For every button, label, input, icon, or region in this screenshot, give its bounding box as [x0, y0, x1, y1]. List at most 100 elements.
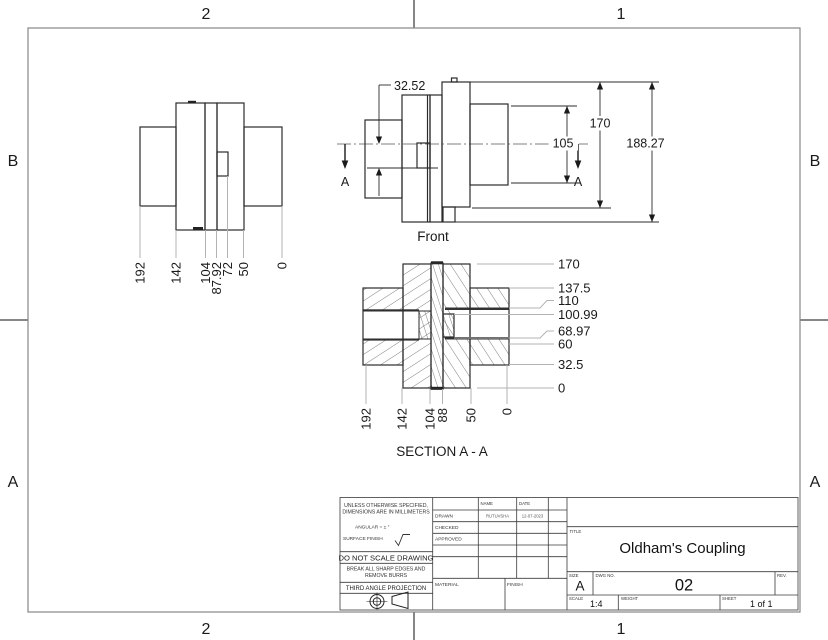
section-cut-markers: A A — [341, 144, 583, 189]
weight-label: WEIGHT — [621, 596, 639, 601]
row-approved-label: APPROVED — [435, 537, 462, 543]
disc-cap-bottom — [431, 386, 443, 390]
dwg-no-label: DWG NO. — [596, 573, 615, 578]
ordinate-label: 137.5 — [558, 281, 591, 296]
notes-line2: DIMENSIONS ARE IN MILLIMETERS — [342, 510, 430, 516]
keyway-mark-top — [188, 100, 196, 104]
break-edges-line1: BREAK ALL SHARP EDGES AND — [347, 567, 426, 573]
zone-label-left-a: A — [8, 474, 19, 491]
angular-note: ANGULAR = ± ° — [355, 525, 390, 531]
front-view-geometry — [364, 77, 509, 223]
bore-edge — [445, 307, 509, 310]
left-view-geometry — [139, 102, 283, 231]
ordinate-label: 72 — [220, 262, 235, 276]
section-right-leaders — [454, 263, 554, 389]
ordinate-label: 170 — [558, 257, 580, 272]
section-arrow-right — [574, 160, 582, 169]
front-view: A A 32.52 105 — [337, 77, 669, 244]
zone-label-top-1: 1 — [617, 6, 626, 23]
dim-keyway: 32.52 — [367, 79, 438, 196]
ordinate-label: 0 — [275, 262, 290, 269]
section-geometry — [362, 262, 510, 390]
surface-finish-icon — [394, 534, 410, 547]
ordinate-label: 0 — [558, 381, 565, 396]
ordinate-label: 87.92 — [209, 262, 224, 295]
scale-label: SCALE — [569, 596, 583, 601]
keyway — [216, 151, 229, 177]
title-block: UNLESS OTHERWISE SPECIFIED, DIMENSIONS A… — [339, 497, 799, 611]
zone-label-left-b: B — [8, 153, 19, 170]
row-drawn-label: DRAWN — [435, 514, 453, 520]
surface-finish-note: SURFACE FINISH — [343, 536, 383, 542]
dim-flange-label: 170 — [590, 117, 611, 131]
left-view-ordinate-labels: 192 142 104 87.92 72 50 0 — [133, 262, 290, 295]
ordinate-label: 192 — [133, 262, 148, 284]
ordinate-label: 88 — [435, 408, 450, 422]
left-view: 192 142 104 87.92 72 50 0 — [133, 100, 290, 295]
projection-note: THIRD ANGLE PROJECTION — [346, 586, 426, 592]
ordinate-label: 104 — [423, 408, 438, 430]
title-block-grid — [339, 497, 799, 611]
sheet-label: SHEET — [722, 596, 737, 601]
break-edges-line2: REMOVE BURRS — [365, 573, 408, 579]
bore-edge — [363, 309, 419, 312]
drawing-title: Oldham's Coupling — [619, 540, 745, 557]
size-label: SIZE — [569, 573, 579, 578]
section-bottom-leaders — [365, 365, 508, 404]
left-view-leaders — [139, 176, 283, 258]
notes-line1: UNLESS OTHERWISE SPECIFIED, — [344, 503, 428, 509]
zone-label-right-b: B — [810, 153, 821, 170]
section-bottom-labels: 192 142 104 88 50 0 — [359, 408, 515, 430]
zone-label-bottom-1: 1 — [617, 621, 626, 638]
ordinate-label: 50 — [236, 262, 251, 276]
finish-label: FINISH — [507, 582, 523, 588]
ordinate-label: 68.97 — [558, 324, 591, 339]
tongue-right — [443, 314, 454, 337]
section-right-labels: 170 137.5 110 100.99 68.97 60 32.5 0 — [558, 257, 598, 396]
ordinate-label: 192 — [359, 408, 374, 430]
ordinate-label: 0 — [500, 408, 515, 415]
scale-value: 1:4 — [590, 599, 603, 609]
dim-flange: 170 — [442, 81, 659, 209]
rev-label: REV. — [777, 573, 787, 578]
keyway-mark-bottom — [193, 227, 203, 230]
row-checked-label: CHECKED — [435, 525, 459, 531]
tongue-left — [419, 311, 431, 339]
ordinate-label: 60 — [558, 337, 572, 352]
section-arrow-left — [341, 160, 349, 169]
dwg-no-value: 02 — [675, 577, 693, 595]
dim-hub: 105 — [511, 105, 578, 184]
dim-overall: 188.27 — [445, 82, 669, 223]
col-name-label: NAME — [481, 501, 494, 506]
ordinate-label: 32.5 — [558, 357, 583, 372]
section-view-label: SECTION A - A — [396, 444, 488, 459]
sheet-value: 1 of 1 — [750, 599, 773, 609]
zone-label-right-a: A — [810, 474, 821, 491]
title-label: TITLE — [570, 529, 582, 534]
ordinate-label: 100.99 — [558, 307, 598, 322]
dim-overall-label: 188.27 — [626, 137, 664, 151]
bore-left — [363, 311, 419, 339]
ordinate-label: 50 — [464, 408, 479, 422]
do-not-scale-note: DO NOT SCALE DRAWING — [339, 554, 434, 563]
front-view-label: Front — [417, 229, 449, 244]
drawn-date-value: 12-07-2023 — [522, 514, 544, 519]
zone-label-bottom-2: 2 — [202, 621, 211, 638]
ordinate-label: 142 — [169, 262, 184, 284]
section-marker-a-right: A — [574, 175, 583, 189]
zone-label-top-2: 2 — [202, 6, 211, 23]
bore-edge — [363, 338, 419, 341]
dim-hub-label: 105 — [553, 137, 574, 151]
section-marker-a-left: A — [341, 175, 350, 189]
dim-keyway-label: 32.52 — [394, 79, 425, 93]
third-angle-projection-icon — [366, 591, 409, 610]
ordinate-label: 110 — [558, 293, 579, 308]
col-date-label: DATE — [519, 501, 530, 506]
drawn-name-value: RUTUVSHA — [486, 514, 509, 519]
ordinate-label: 142 — [395, 408, 410, 430]
material-label: MATERIAL — [435, 582, 459, 588]
size-value: A — [575, 579, 584, 594]
ordinate-label: 104 — [198, 262, 213, 284]
